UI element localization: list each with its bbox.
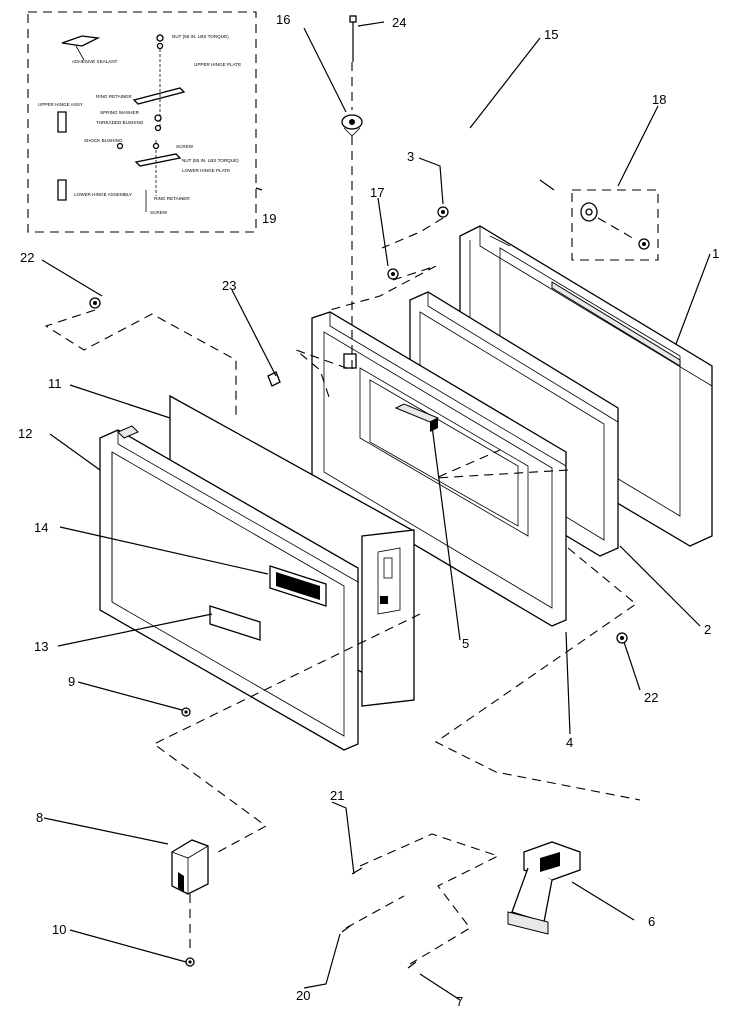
label-screw-top: SCREW — [176, 144, 194, 149]
label-lower-hinge-plate: LOWER HINGE PLATE — [182, 168, 230, 173]
label-nut-bottom: NUT (55 IN. LBS TORQUE) — [182, 158, 239, 163]
label-upper-hinge-plate: UPPER HINGE PLATE — [194, 62, 241, 67]
part-22-screw-right — [616, 632, 628, 644]
label-adhesive-sealant: ADHESIVE SEALANT — [72, 59, 118, 64]
callout-23: 23 — [222, 278, 236, 293]
part-9-screw — [181, 707, 191, 717]
part-20-screw — [341, 925, 351, 933]
part-8-handle — [171, 839, 209, 895]
lower-hinge-plate-part — [134, 153, 182, 167]
callout-21: 21 — [330, 788, 344, 803]
part-23-clip — [267, 371, 281, 387]
callout-6: 6 — [648, 914, 655, 929]
callout-8: 8 — [36, 810, 43, 825]
label-ring-retainer-top: RING RETAINER — [96, 94, 132, 99]
callout-22-right: 22 — [644, 690, 658, 705]
part-6-latch — [507, 841, 581, 935]
label-ring-retainer-bottom: RING RETAINER — [154, 196, 190, 201]
callout-17: 17 — [370, 185, 384, 200]
callout-16: 16 — [276, 12, 290, 27]
adhesive-sealant-part — [61, 35, 101, 47]
part-14-window-badge — [269, 565, 327, 607]
upper-hinge-plate-part — [132, 87, 186, 105]
label-screw-bottom: SCREW — [150, 210, 168, 215]
part-12-outer-door — [99, 425, 359, 751]
part-24-screw — [349, 15, 357, 62]
part-17-screw — [387, 268, 399, 280]
callout-7: 7 — [456, 994, 463, 1009]
part-4-inner-frame — [311, 311, 567, 627]
part-15-rod — [367, 90, 555, 191]
part-18-detail — [571, 189, 659, 261]
part-3-screw — [437, 206, 449, 218]
label-upper-hinge-assy: UPPER HINGE ASSY — [38, 102, 83, 107]
callout-22-left: 22 — [20, 250, 34, 265]
callout-19: 19 — [262, 211, 276, 226]
callout-3: 3 — [407, 149, 414, 164]
leader-lines — [41, 21, 711, 1001]
part-10-screw — [185, 957, 195, 967]
callout-9: 9 — [68, 674, 75, 689]
callout-10: 10 — [52, 922, 66, 937]
label-nut-top: NUT (55 IN. LBS TORQUE) — [172, 34, 229, 39]
lower-hinge-assy-part — [57, 179, 67, 201]
part-16-hinge-pin — [341, 114, 363, 137]
callout-2: 2 — [704, 622, 711, 637]
callout-1: 1 — [712, 246, 719, 261]
callout-14: 14 — [34, 520, 48, 535]
callout-24: 24 — [392, 15, 406, 30]
part-13-label — [209, 605, 261, 641]
upper-hinge-assy-part — [57, 111, 67, 133]
inset-border — [27, 11, 257, 233]
callout-4: 4 — [566, 735, 573, 750]
control-plate — [361, 529, 415, 707]
callout-5: 5 — [462, 636, 469, 651]
label-threaded-bushing: THREADED BUSHING — [96, 120, 144, 125]
callout-numbers: 24 16 15 18 3 17 19 1 22 23 11 12 14 13 … — [18, 12, 719, 1009]
callout-20: 20 — [296, 988, 310, 1003]
part-7-screw — [407, 961, 417, 969]
callout-18: 18 — [652, 92, 666, 107]
part-22-screw-left — [89, 297, 101, 309]
callout-11: 11 — [48, 376, 62, 391]
label-lower-hinge-assy: LOWER HINGE ASSEMBLY — [74, 192, 132, 197]
callout-15: 15 — [544, 27, 558, 42]
hinge-detail-inset: NUT (55 IN. LBS TORQUE) ADHESIVE SEALANT… — [27, 11, 257, 233]
callout-13: 13 — [34, 639, 48, 654]
label-shock-bushing: SHOCK BUSHING — [84, 138, 123, 143]
label-spring-washer: SPRING WASHER — [100, 110, 140, 115]
callout-12: 12 — [18, 426, 32, 441]
